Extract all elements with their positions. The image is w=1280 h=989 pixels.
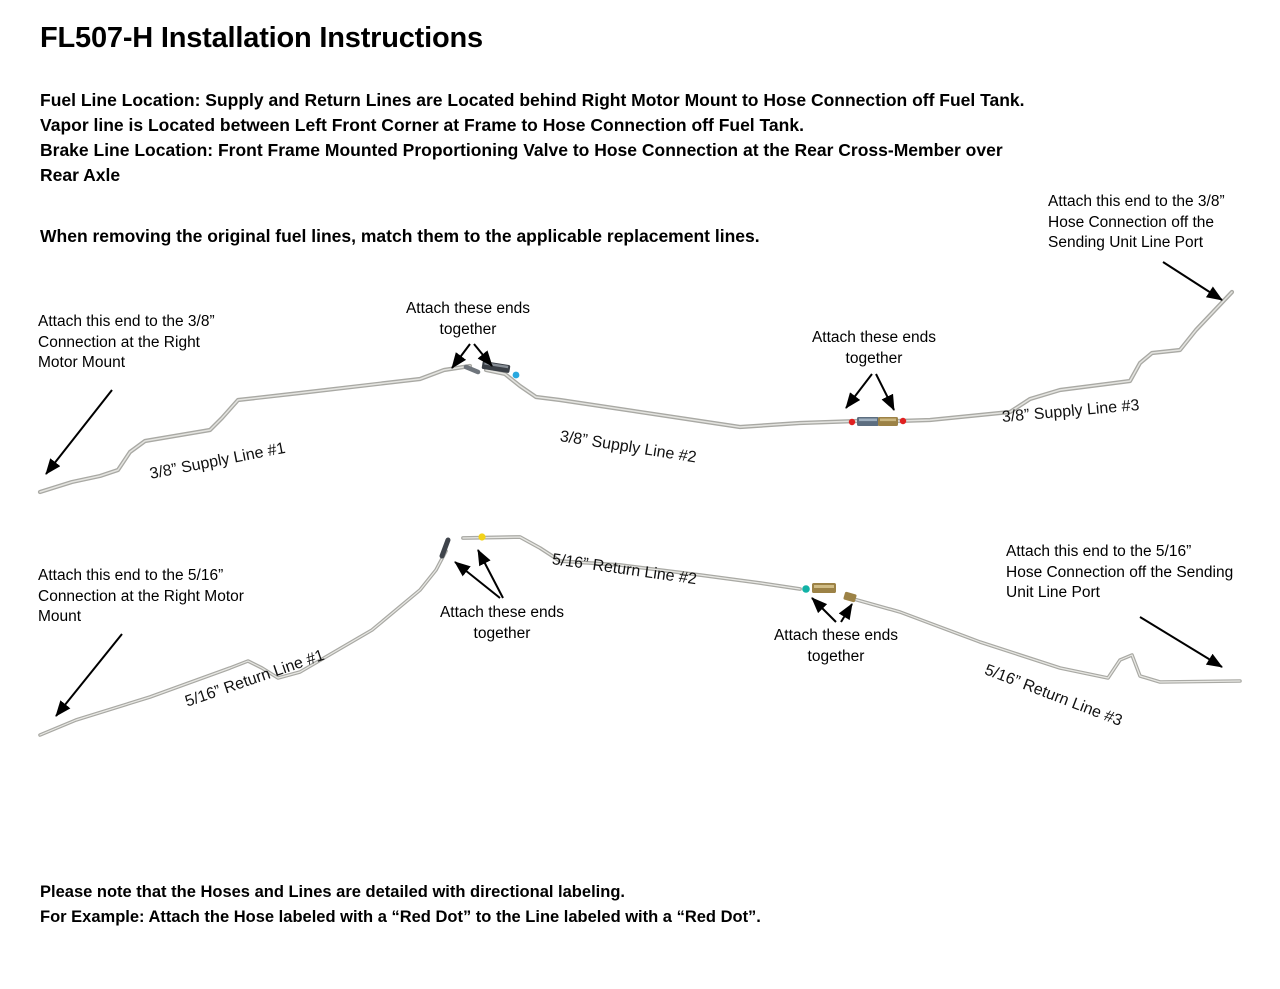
- return-joint2-arrow-right: [838, 603, 853, 623]
- teal-dot-marker: [802, 585, 810, 593]
- supply-joint1-callout-line-2: together: [439, 320, 497, 338]
- return-left-callout-line-2: Connection at the Right Motor: [38, 587, 244, 605]
- return-right-arrow: [1139, 616, 1223, 668]
- return-joint2-callout: Attach these ends together: [762, 626, 910, 667]
- supply-right-callout-line-1: Attach this end to the 3/8”: [1048, 193, 1225, 210]
- return-left-callout-line-3: Mount: [38, 608, 82, 625]
- return-joint1-arrow-left: [454, 561, 501, 599]
- return-left-arrow: [55, 633, 123, 717]
- supply-left-callout-line-2: Connection at the Right: [38, 333, 200, 351]
- supply-joint1-arrow-right: [473, 343, 493, 367]
- supply-joint2-callout: Attach these ends together: [806, 328, 942, 369]
- return-joint2-callout-line-2: together: [807, 647, 865, 665]
- return-joint2-callout-line-1: Attach these ends: [773, 627, 899, 644]
- return-joint-2-fitting-left: [802, 583, 836, 593]
- supply-joint-2-fitting-left: [848, 417, 879, 426]
- supply-joint1-callout-line-1: Attach these ends: [405, 300, 531, 317]
- return-right-callout: Attach this end to the 5/16” Hose Connec…: [1006, 542, 1233, 604]
- return-right-callout-line-2: Hose Connection off the Sending: [1006, 563, 1234, 581]
- return-line-2-pipe: [461, 533, 836, 593]
- blue-dot-marker: [512, 371, 520, 379]
- match-lines-note: When removing the original fuel lines, m…: [40, 226, 760, 246]
- intro-paragraph: Fuel Line Location: Supply and Return Li…: [40, 88, 1200, 188]
- return-right-callout-line-3: Unit Line Port: [1006, 584, 1100, 601]
- supply-right-callout-line-3: Sending Unit Line Port: [1048, 234, 1204, 251]
- footer-note: Please note that the Hoses and Lines are…: [40, 880, 1140, 930]
- supply-joint2-arrow-left: [845, 373, 873, 409]
- supply-line-3-pipe: [878, 289, 1235, 426]
- supply-joint-2-fitting-right: [878, 417, 907, 426]
- supply-line-1-pipe: [37, 363, 481, 495]
- red-dot-marker-left: [848, 418, 856, 426]
- red-dot-marker-right: [899, 417, 907, 425]
- yellow-dot-marker: [478, 533, 486, 541]
- supply-left-callout-line-3: Motor Mount: [38, 354, 126, 371]
- return-joint1-arrow-right: [477, 549, 504, 599]
- return-joint1-callout: Attach these ends together: [428, 603, 576, 644]
- supply-joint2-arrow-right: [875, 373, 895, 411]
- supply-joint1-callout: Attach these ends together: [400, 299, 536, 340]
- footer-line-2: For Example: Attach the Hose labeled wit…: [40, 908, 761, 926]
- return-left-callout: Attach this end to the 5/16” Connection …: [38, 566, 244, 628]
- return-joint2-arrow-left: [811, 597, 837, 623]
- intro-line-3: Brake Line Location: Front Frame Mounted…: [40, 140, 1003, 160]
- return-right-callout-line-1: Attach this end to the 5/16”: [1006, 543, 1192, 560]
- supply-right-callout-line-2: Hose Connection off the: [1048, 213, 1215, 231]
- supply-left-arrow: [45, 389, 113, 475]
- return-left-callout-line-1: Attach this end to the 5/16”: [38, 567, 224, 584]
- intro-line-4: Rear Axle: [40, 165, 121, 185]
- supply-joint2-callout-line-2: together: [845, 349, 903, 367]
- supply-right-arrow: [1162, 261, 1223, 301]
- intro-line-2: Vapor line is Located between Left Front…: [40, 115, 804, 135]
- supply-joint-1-fitting: [481, 361, 520, 379]
- intro-line-1: Fuel Line Location: Supply and Return Li…: [40, 90, 1025, 110]
- return-line-3-pipe: [843, 591, 1242, 684]
- return-joint1-callout-line-2: together: [473, 624, 531, 642]
- supply-left-callout-line-1: Attach this end to the 3/8”: [38, 313, 215, 330]
- page-title: FL507-H Installation Instructions: [40, 22, 483, 54]
- supply-right-callout: Attach this end to the 3/8” Hose Connect…: [1048, 192, 1225, 254]
- return-joint1-callout-line-1: Attach these ends: [439, 604, 565, 621]
- footer-line-1: Please note that the Hoses and Lines are…: [40, 883, 625, 901]
- supply-left-callout: Attach this end to the 3/8” Connection a…: [38, 312, 215, 374]
- return-line-1-pipe: [38, 537, 451, 737]
- supply-joint1-arrow-left: [451, 343, 471, 369]
- supply-line-2-pipe: [483, 367, 861, 430]
- supply-joint2-callout-line-1: Attach these ends: [811, 329, 937, 346]
